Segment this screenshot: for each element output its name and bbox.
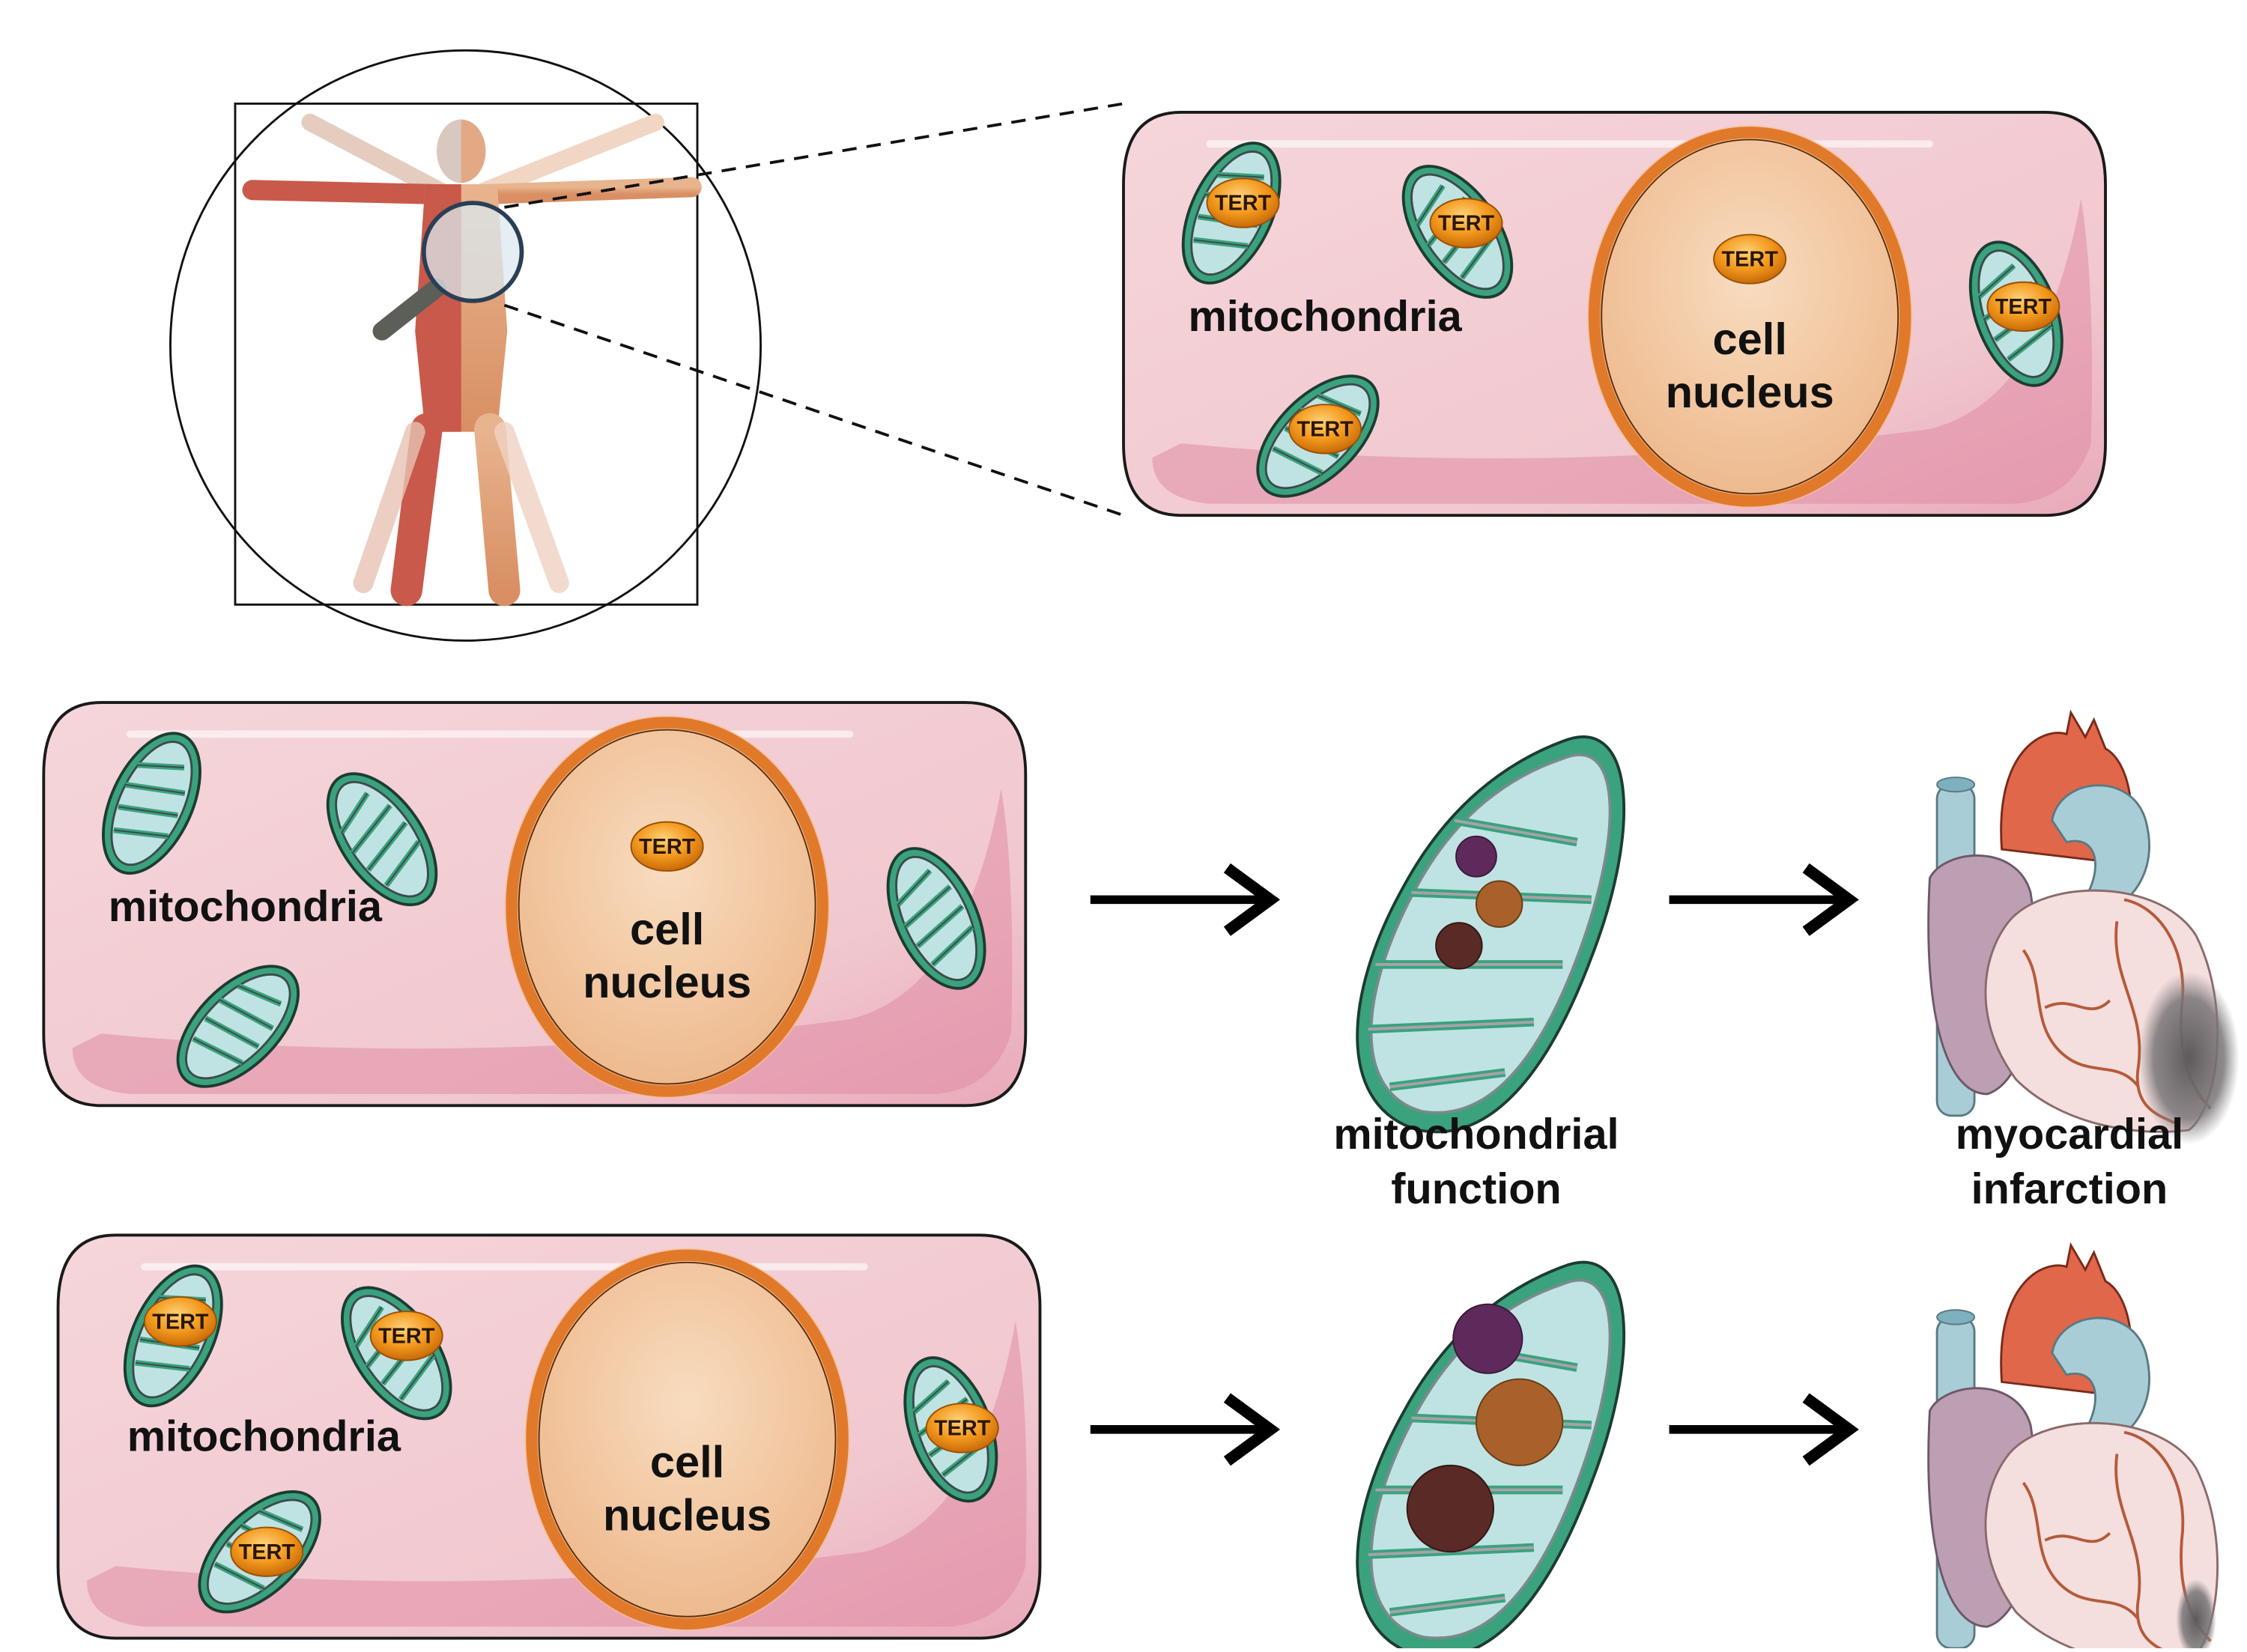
zoom-lines bbox=[503, 102, 1124, 517]
tert-badge: TERT bbox=[1986, 281, 2060, 332]
mitochondria-label: mitochondria bbox=[1189, 293, 1463, 341]
svg-text:TERT: TERT bbox=[152, 1310, 209, 1334]
arrow-right-icon bbox=[1670, 868, 1849, 932]
tert-badge: TERT bbox=[143, 1296, 217, 1347]
svg-text:TERT: TERT bbox=[239, 1540, 296, 1564]
top-cell: TERT TERT TERT TERT mitochondria TERT ce… bbox=[1124, 112, 2105, 517]
tert-badge: TERT bbox=[1713, 234, 1787, 285]
enzyme-gear-icon bbox=[1475, 1378, 1564, 1466]
tert-badge: TERT bbox=[230, 1526, 304, 1577]
vitruvian-circle bbox=[169, 49, 762, 642]
vitruvian-square bbox=[234, 102, 699, 606]
arrow-right-icon bbox=[1091, 1398, 1270, 1462]
enzyme-gear-icon bbox=[1406, 1464, 1494, 1553]
heart-infarct-large bbox=[1926, 711, 2240, 1145]
svg-text:TERT: TERT bbox=[1297, 417, 1353, 441]
svg-text:TERT: TERT bbox=[1995, 295, 2052, 319]
infarct-area bbox=[2176, 1579, 2216, 1652]
nucleus-label-line2: nucleus bbox=[583, 957, 751, 1007]
tert-badge: TERT bbox=[630, 821, 704, 872]
cell-nucleus: TERT cell nucleus bbox=[1587, 125, 1912, 508]
myocardial-infarction-label-line1: myocardial bbox=[1956, 1111, 2183, 1158]
enzyme-gear-icon bbox=[1475, 880, 1523, 928]
tert-badge: TERT bbox=[1429, 198, 1503, 249]
middle-cell: mitochondria TERT cell nucleus bbox=[43, 702, 1025, 1108]
svg-text:TERT: TERT bbox=[1438, 212, 1495, 236]
mitochondrial-function-label-line2: function bbox=[1391, 1165, 1561, 1213]
nucleus-label-line1: cell bbox=[1713, 314, 1787, 364]
tert-badge: TERT bbox=[1206, 177, 1280, 228]
svg-text:TERT: TERT bbox=[1215, 192, 1272, 216]
tert-badge: TERT bbox=[925, 1403, 999, 1454]
svg-text:TERT: TERT bbox=[1722, 248, 1779, 272]
bottom-cell: TERT TERT TERT TERT mitochondria cell nu… bbox=[58, 1235, 1040, 1638]
cell-nucleus: cell nucleus bbox=[524, 1248, 849, 1631]
vitruvian-figure bbox=[169, 49, 762, 642]
tert-badge: TERT bbox=[369, 1311, 443, 1361]
tert-badge: TERT bbox=[1288, 404, 1362, 455]
nucleus-label-line1: cell bbox=[630, 904, 704, 954]
infarct-area bbox=[2138, 971, 2240, 1145]
nucleus-label-line2: nucleus bbox=[603, 1489, 771, 1540]
mitochondrial-function-label-line1: mitochondrial bbox=[1333, 1111, 1619, 1158]
heart-infarct-small bbox=[1926, 1243, 2219, 1652]
cell-nucleus: TERT cell nucleus bbox=[504, 715, 829, 1098]
arrow-right-icon bbox=[1670, 1398, 1849, 1462]
mitochondrion-detail-reduced bbox=[1357, 737, 1624, 1132]
enzyme-gear-icon bbox=[1455, 835, 1497, 878]
magnifying-glass-icon bbox=[372, 201, 524, 341]
enzyme-gear-icon bbox=[1452, 1303, 1523, 1374]
nucleus-label-line1: cell bbox=[650, 1436, 724, 1487]
mitochondrion-detail-improved bbox=[1357, 1263, 1624, 1648]
svg-text:TERT: TERT bbox=[378, 1324, 435, 1348]
svg-text:TERT: TERT bbox=[934, 1417, 991, 1441]
mitochondria-label: mitochondria bbox=[127, 1413, 401, 1461]
nucleus-label-line2: nucleus bbox=[1666, 367, 1834, 417]
enzyme-gear-icon bbox=[1435, 922, 1483, 970]
myocardial-infarction-label-line2: infarction bbox=[1971, 1165, 2168, 1213]
arrow-right-icon bbox=[1091, 868, 1270, 932]
mitochondria-label: mitochondria bbox=[109, 883, 383, 931]
human-body-icon bbox=[242, 113, 702, 607]
svg-text:TERT: TERT bbox=[639, 835, 696, 859]
